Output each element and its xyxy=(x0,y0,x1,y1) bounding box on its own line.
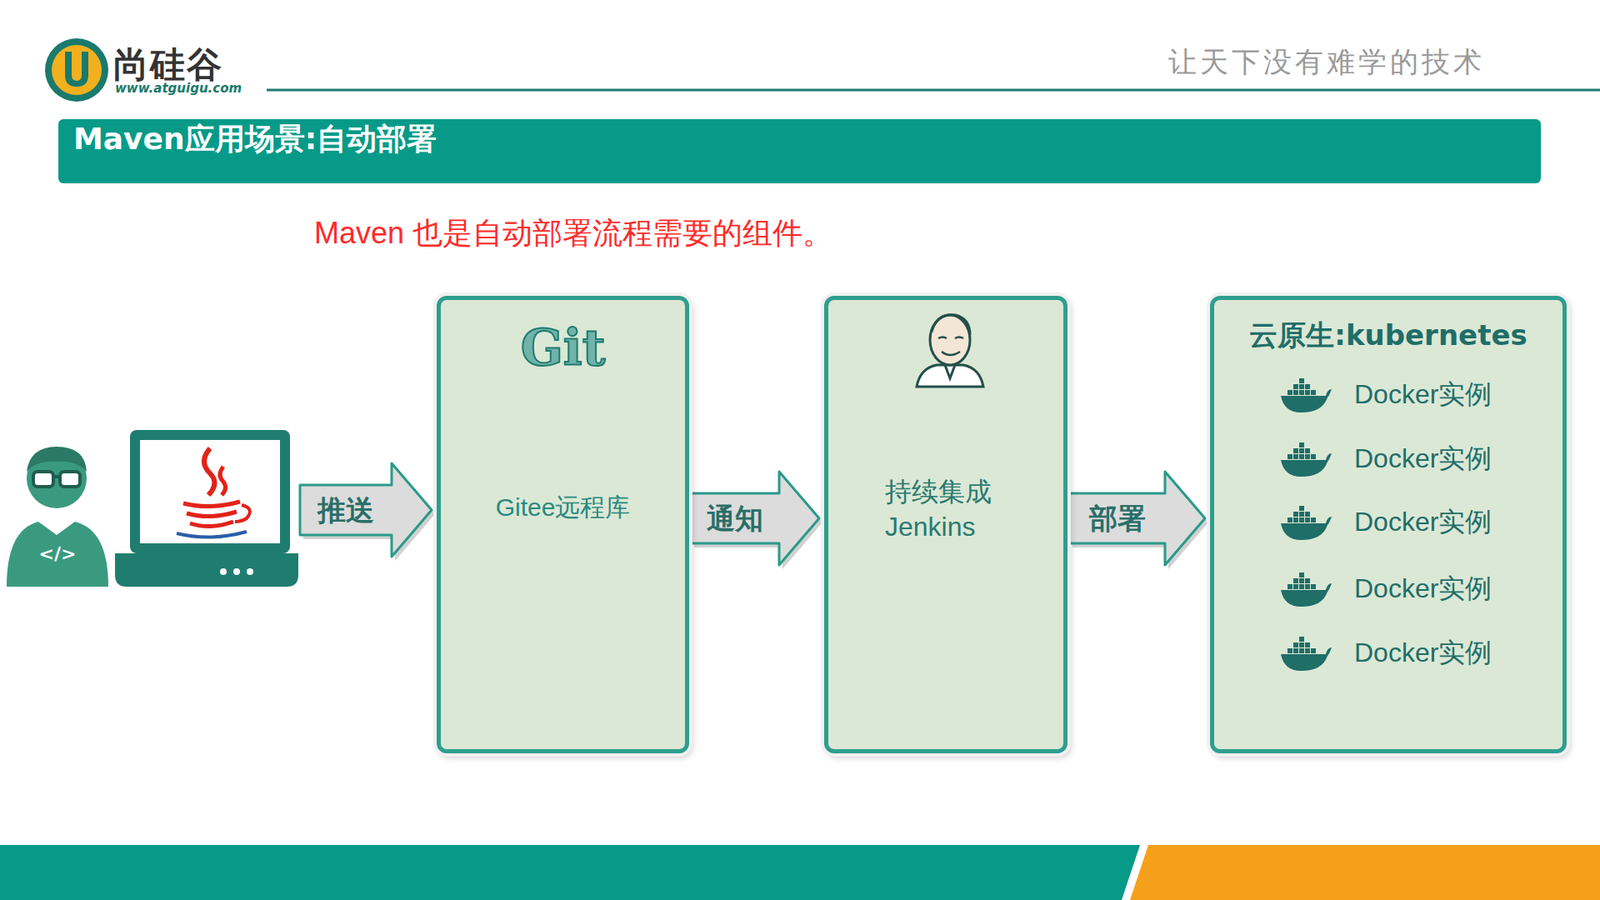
node-heading: 云原生:kubernetes xyxy=(1214,316,1563,355)
footer-bar-accent xyxy=(1130,845,1600,900)
node-heading: 持续集成 Jenkins xyxy=(885,475,1027,545)
docker-whale-icon xyxy=(1279,570,1333,609)
node-heading: </> xyxy=(30,543,85,565)
cluster-box: 云原生:kubernetesDocker实例 Docker实例 Docker实例 Do… xyxy=(1210,295,1567,754)
arrow-label: 部署 xyxy=(1087,500,1148,537)
container-label: Docker实例 xyxy=(1354,440,1492,478)
slide-title: Maven应用场景:自动部署 xyxy=(73,119,437,184)
node-heading: Git xyxy=(440,318,685,377)
watermark: 让天下没有难学的技术 xyxy=(1168,43,1485,82)
container-item: Docker实例 xyxy=(1279,434,1546,485)
container-label: Docker实例 xyxy=(1354,570,1492,608)
docker-whale-icon xyxy=(1279,503,1333,542)
header-line xyxy=(266,89,1600,92)
docker-whale-icon xyxy=(1279,375,1333,415)
git-repo-box: GitGitee远程库 xyxy=(436,295,690,754)
ci-server-box: 持续集成 Jenkins xyxy=(824,295,1068,754)
block-arrow xyxy=(1069,471,1205,565)
block-arrow xyxy=(690,471,820,565)
footer-bar xyxy=(0,845,1140,900)
title-bar xyxy=(58,119,1541,184)
container-item: Docker实例 xyxy=(1279,564,1546,615)
logo-mark xyxy=(45,38,109,102)
container-item: Docker实例 xyxy=(1279,497,1546,548)
block-arrow xyxy=(300,463,432,557)
arrow-label: 推送 xyxy=(315,491,376,529)
docker-whale-icon xyxy=(1279,634,1333,673)
developer-laptop: </> xyxy=(5,428,299,589)
arrow-label: 通知 xyxy=(705,500,765,537)
logo-url: www.atguigu.com xyxy=(115,80,242,96)
developer-illustration xyxy=(5,428,299,589)
container-label: Docker实例 xyxy=(1354,635,1492,672)
docker-whale-icon xyxy=(1279,440,1333,479)
note-text: Maven 也是自动部署流程需要的组件。 xyxy=(314,213,833,255)
jenkins-icon xyxy=(908,306,992,390)
node-label: Gitee远程库 xyxy=(440,490,685,525)
container-label: Docker实例 xyxy=(1354,504,1492,541)
container-item: Docker实例 xyxy=(1279,370,1546,420)
container-item: Docker实例 xyxy=(1279,628,1546,679)
container-label: Docker实例 xyxy=(1354,376,1492,414)
